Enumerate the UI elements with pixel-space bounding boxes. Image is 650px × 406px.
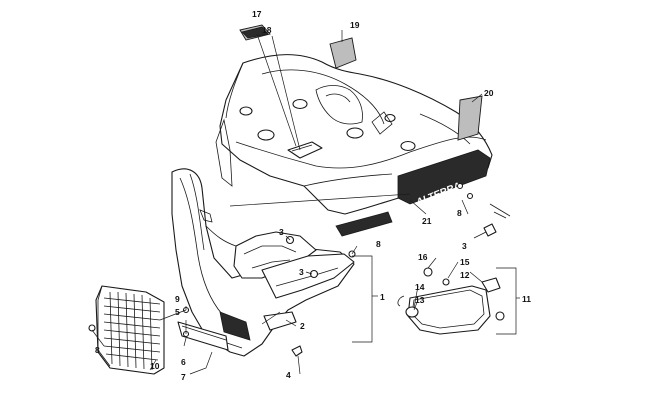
callout-17: 17 [252,9,262,19]
callout-3-lower: 3 [299,267,304,277]
callout-4: 4 [286,370,291,380]
callout-7: 7 [181,372,186,382]
callout-6: 6 [181,357,186,367]
callout-10: 10 [150,361,160,371]
callout-20: 20 [484,88,494,98]
callout-3-right: 3 [462,241,467,251]
front-bumper [171,168,355,357]
callout-19: 19 [350,20,360,30]
callout-21: 21 [422,216,432,226]
callout-8-middle: 8 [376,239,381,249]
callout-12: 12 [460,270,470,280]
callout-14: 14 [415,282,425,292]
callout-16: 16 [418,252,428,262]
side-decal [329,37,357,69]
headlight-assembly [397,267,505,335]
grille [95,285,165,375]
leader-lines [91,30,520,375]
callout-1: 1 [380,292,385,302]
callout-8-left: 8 [95,345,100,355]
callout-labels: 17 18 19 20 21 8 3 3 3 8 1 2 4 9 5 6 7 8… [95,9,531,382]
callout-11: 11 [522,294,531,304]
small-decal [239,24,271,41]
callout-5: 5 [175,307,180,317]
fender-decal [457,95,483,141]
callout-8-upper: 8 [457,208,462,218]
callout-9: 9 [175,294,180,304]
callout-18: 18 [262,25,272,35]
callout-15: 15 [460,257,470,267]
callout-3-upper: 3 [279,227,284,237]
callout-13: 13 [415,295,425,305]
callout-2: 2 [300,321,305,331]
fasteners [88,182,511,357]
